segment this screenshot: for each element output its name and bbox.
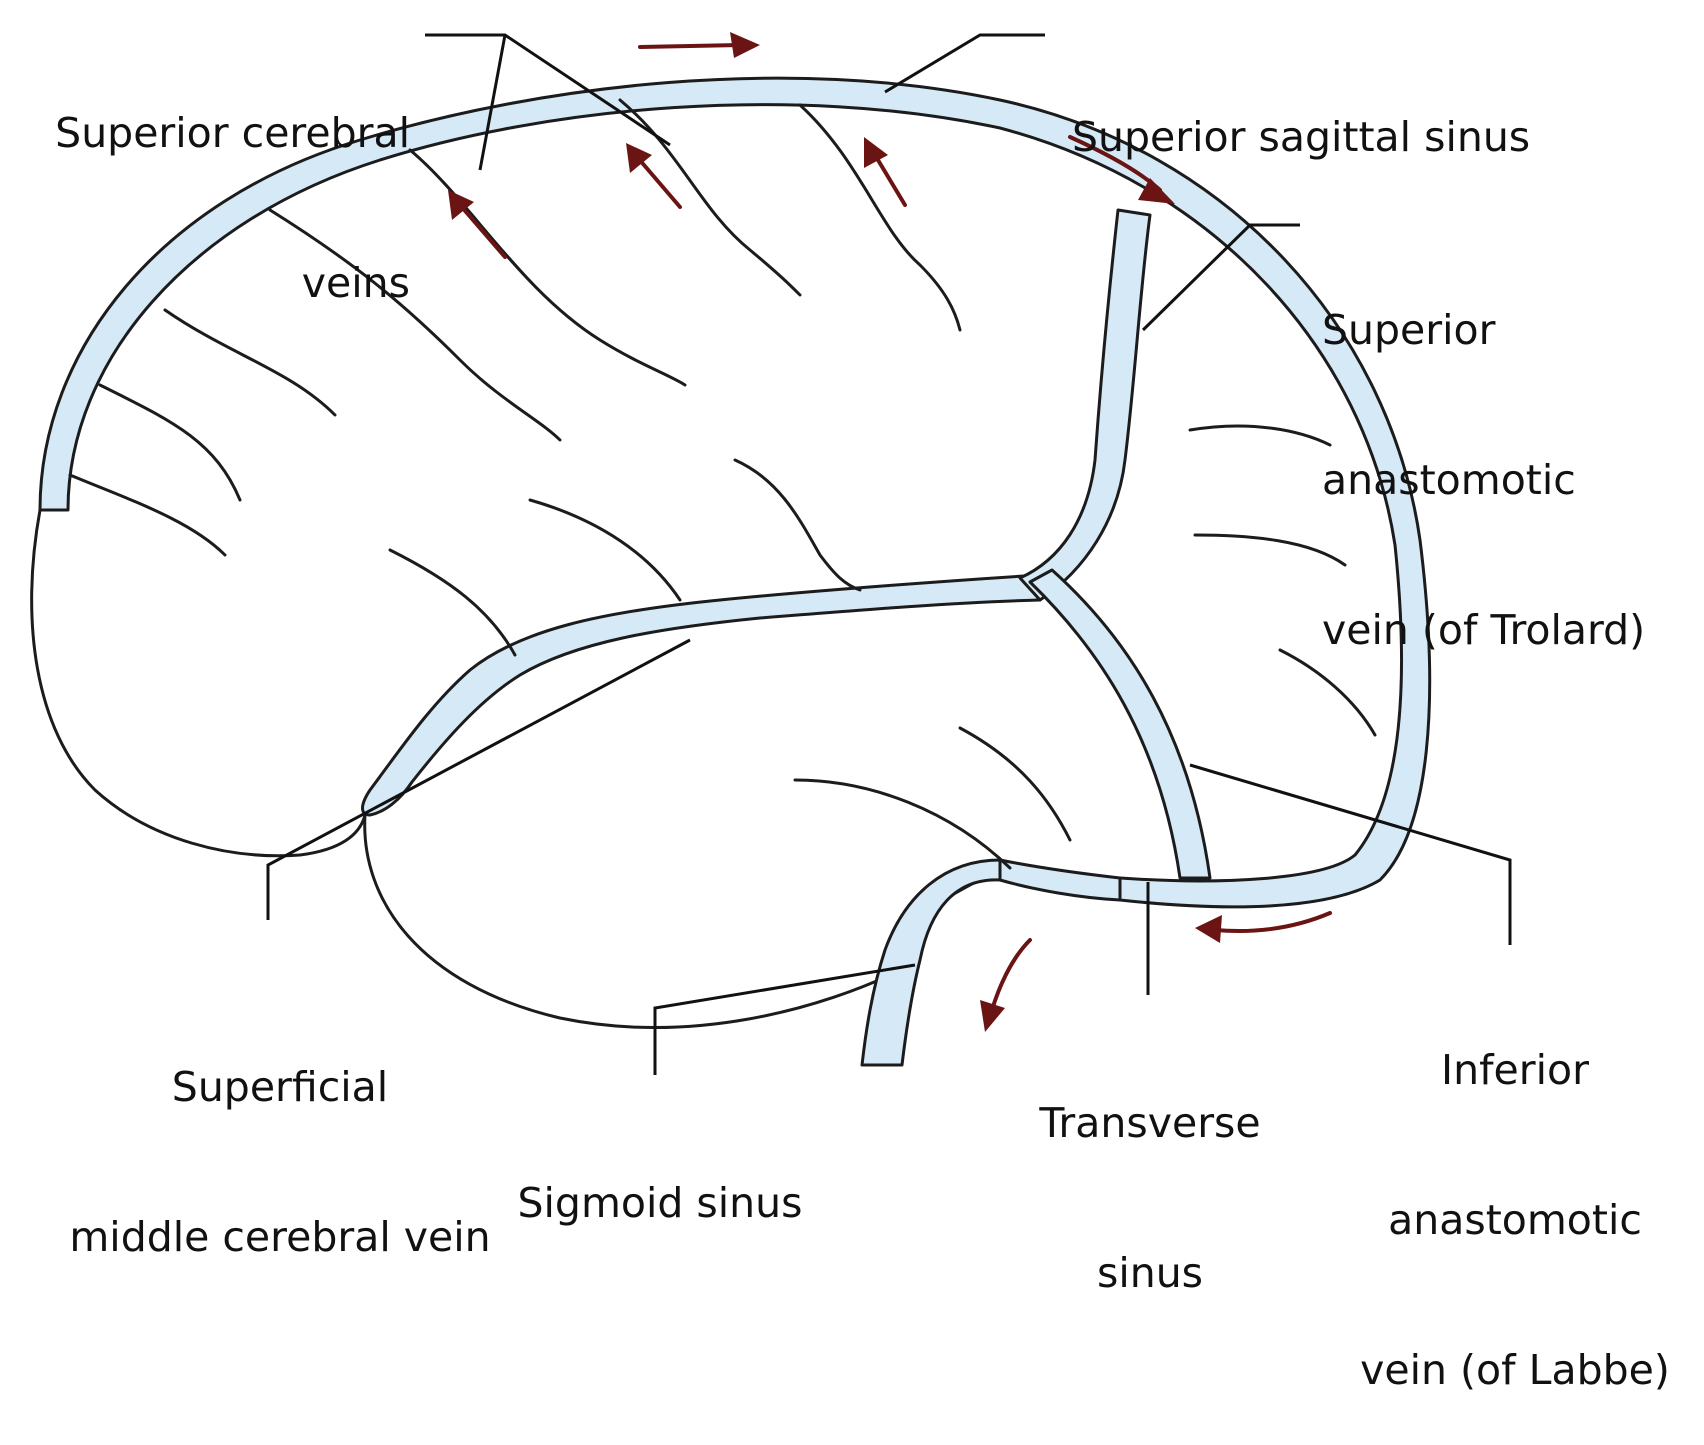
leader-superior-sagittal-sinus bbox=[885, 35, 1045, 92]
superficial-middle-cerebral-vein-vessel bbox=[363, 575, 1041, 815]
flow-arrow-line bbox=[638, 158, 680, 207]
flow-arrow-line bbox=[460, 205, 505, 257]
label-line: anastomotic bbox=[1322, 455, 1702, 505]
flow-arrow-line bbox=[1215, 913, 1330, 931]
label-line: middle cerebral vein bbox=[20, 1212, 540, 1262]
flow-arrow-line bbox=[875, 155, 905, 205]
label-superior-cerebral-veins: Superior cerebral veins bbox=[20, 8, 410, 358]
label-line: anastomotic bbox=[1335, 1195, 1695, 1245]
transverse-sinus-vessel bbox=[1000, 860, 1120, 900]
label-line: vein (of Labbe) bbox=[1335, 1345, 1695, 1395]
cortical-vein bbox=[800, 105, 960, 330]
superior-anastomotic-vein-vessel bbox=[1020, 210, 1150, 600]
label-inferior-anastomotic-vein: Inferior anastomotic vein (of Labbe) bbox=[1335, 945, 1695, 1445]
cortical-vein bbox=[390, 550, 515, 655]
label-transverse-sinus: Transverse sinus bbox=[1010, 998, 1290, 1348]
label-line: veins bbox=[20, 258, 410, 308]
cortical-vein bbox=[530, 500, 680, 600]
cortical-vein bbox=[735, 460, 860, 590]
label-line: Superior bbox=[1322, 305, 1702, 355]
label-superficial-middle-cerebral-vein: Superficial middle cerebral vein bbox=[20, 962, 540, 1312]
label-superior-sagittal-sinus: Superior sagittal sinus bbox=[1072, 12, 1672, 212]
label-superior-anastomotic-vein: Superior anastomotic vein (of Trolard) bbox=[1322, 205, 1702, 705]
inferior-anastomotic-vein-vessel bbox=[1030, 570, 1210, 878]
flow-arrow-head bbox=[1195, 915, 1222, 943]
cortical-vein bbox=[70, 475, 225, 555]
cortical-vein bbox=[100, 385, 240, 500]
sigmoid-sinus-vessel bbox=[862, 860, 1000, 1065]
frontal-pole-outline bbox=[32, 510, 365, 856]
label-line: Sigmoid sinus bbox=[470, 1178, 850, 1228]
label-line: Superficial bbox=[20, 1062, 540, 1112]
label-line: Inferior bbox=[1335, 1045, 1695, 1095]
label-line: sinus bbox=[1010, 1248, 1290, 1298]
label-line: vein (of Trolard) bbox=[1322, 605, 1702, 655]
cortical-vein bbox=[795, 780, 1010, 868]
label-line: Transverse bbox=[1010, 1098, 1290, 1148]
cortical-vein bbox=[1190, 426, 1330, 445]
flow-arrow-line bbox=[640, 45, 740, 47]
leader-superior-cerebral-veins-2 bbox=[480, 35, 505, 170]
cortical-vein bbox=[960, 728, 1070, 840]
leader-inferior-anastomotic bbox=[1190, 765, 1510, 945]
label-line: Superior sagittal sinus bbox=[1072, 112, 1672, 162]
flow-arrow-head bbox=[730, 32, 760, 58]
flow-arrow-head bbox=[980, 1000, 1005, 1032]
flow-arrow-head bbox=[864, 137, 888, 168]
label-line: Superior cerebral bbox=[20, 108, 410, 158]
label-sigmoid-sinus: Sigmoid sinus bbox=[470, 1078, 850, 1278]
